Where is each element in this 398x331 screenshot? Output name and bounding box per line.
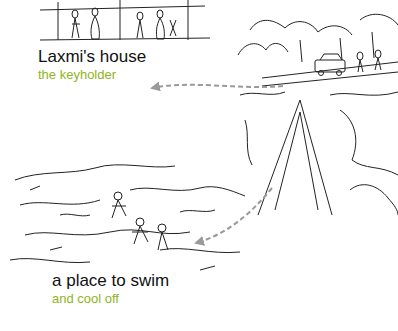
leader-arrow [152,85,283,88]
place-title: Laxmi's house [38,46,146,67]
place-subtitle: the keyholder [38,67,146,83]
house-sketch [40,0,210,40]
place-subtitle: and cool off [52,291,169,307]
leader-arrow [196,188,272,243]
road-sketch [238,14,398,215]
place-title: a place to swim [52,270,169,291]
river-sketch [10,165,245,270]
labelled-sketch: a place to swimand cool off [52,270,169,307]
labelled-sketch: Laxmi's housethe keyholder [38,46,146,83]
